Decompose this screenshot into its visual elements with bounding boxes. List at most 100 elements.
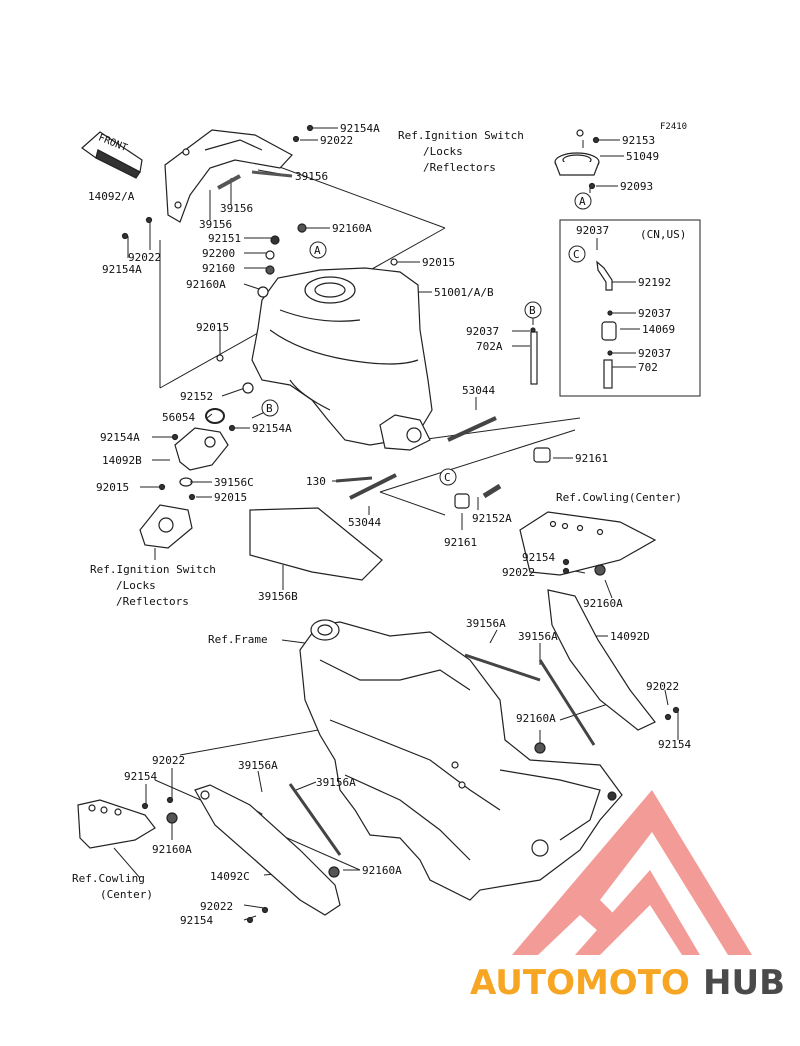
label-92152: 92152: [180, 390, 213, 403]
watermark: AUTOMOTO HUB: [470, 790, 785, 1003]
label-14069: 14069: [642, 323, 675, 336]
callout-b-box: B: [524, 301, 542, 319]
callout-b-tank: B: [261, 399, 279, 417]
label-39156c: 39156C: [214, 476, 254, 489]
svg-text:C: C: [573, 248, 580, 261]
label-92154a-left: 92154A: [102, 263, 142, 276]
label-53044-bottom: 53044: [348, 516, 381, 529]
label-92015-lower: 92015: [96, 481, 129, 494]
label-92015-top: 92015: [422, 256, 455, 269]
label-ref-ignition-lower-2: /Locks: [116, 579, 156, 592]
cowling-center-right: [519, 511, 657, 576]
figure-code: F2410: [660, 122, 687, 132]
label-39156b: 39156B: [258, 590, 298, 603]
label-14092c: 14092C: [210, 870, 250, 883]
label-92160a-tank-top: 92160A: [332, 222, 372, 235]
label-92154a-mid-left: 92154A: [100, 431, 140, 444]
label-92152a: 92152A: [472, 512, 512, 525]
callout-c-box: C: [568, 245, 586, 263]
label-39156a-l2: 39156A: [316, 776, 356, 789]
label-92192: 92192: [638, 276, 671, 289]
label-ref-ignition-top-2: /Locks: [423, 145, 463, 158]
label-92200: 92200: [202, 247, 235, 260]
front-arrow-icon: [81, 131, 143, 179]
mat-39156b: [249, 507, 383, 581]
label-92160a-bm: 92160A: [362, 864, 402, 877]
leader-lines: [113, 127, 701, 921]
automotohub-logo-icon: [512, 790, 752, 955]
svg-text:B: B: [529, 304, 536, 317]
part-labels: 92154A 92022 39156 14092/A 39156 39156 9…: [72, 122, 691, 927]
callout-a-cap: A: [574, 192, 592, 210]
label-92022-right: 92022: [502, 566, 535, 579]
label-ref-ignition-lower-1: Ref.Ignition Switch: [90, 563, 216, 576]
label-cn-us: (CN,US): [640, 228, 686, 241]
label-39156a-l1: 39156A: [238, 759, 278, 772]
label-92154-far-right: 92154: [658, 738, 691, 751]
label-ref-ignition-lower-3: /Reflectors: [116, 595, 189, 608]
label-92154-bl: 92154: [124, 770, 157, 783]
upper-cover-14092a: [164, 129, 293, 223]
label-92037-box-low: 92037: [638, 347, 671, 360]
svg-text:B: B: [266, 402, 273, 415]
callouts: A A B B C C: [261, 192, 592, 486]
label-56054: 56054: [162, 411, 195, 424]
label-92022-bottom: 92022: [200, 900, 233, 913]
label-92015-lower-b: 92015: [214, 491, 247, 504]
watermark-word-right: HUB: [703, 963, 785, 1003]
label-ref-ignition-top-3: /Reflectors: [423, 161, 496, 174]
label-ref-ignition-top-1: Ref.Ignition Switch: [398, 129, 524, 142]
fuel-tank: [251, 267, 433, 446]
svg-text:A: A: [579, 195, 586, 208]
side-cover-14092c: [194, 784, 341, 916]
side-cover-14092d: [547, 589, 656, 731]
label-14092b: 14092B: [102, 454, 142, 467]
bracket-14092b: [174, 427, 229, 471]
label-92154-right: 92154: [522, 551, 555, 564]
svg-text:C: C: [444, 471, 451, 484]
label-ref-cowling-left-1: Ref.Cowling: [72, 872, 145, 885]
label-14092d: 14092D: [610, 630, 650, 643]
label-702: 702: [638, 361, 658, 374]
label-702a: 702A: [476, 340, 503, 353]
label-92037-box-mid: 92037: [638, 307, 671, 320]
label-92015-left: 92015: [196, 321, 229, 334]
label-92160a-tank-left: 92160A: [186, 278, 226, 291]
label-92160a-mid: 92160A: [516, 712, 556, 725]
label-92154a-top: 92154A: [340, 122, 380, 135]
label-51049: 51049: [626, 150, 659, 163]
callout-c-tank: C: [439, 468, 457, 486]
label-92151: 92151: [208, 232, 241, 245]
label-53044-top: 53044: [462, 384, 495, 397]
label-39156-c: 39156: [199, 218, 232, 231]
callout-a-tank: A: [309, 241, 327, 259]
label-92154-bottom: 92154: [180, 914, 213, 927]
label-92160a-bl: 92160A: [152, 843, 192, 856]
label-ref-frame: Ref.Frame: [208, 633, 268, 646]
label-92161-bottom: 92161: [444, 536, 477, 549]
label-92154a-mid-right: 92154A: [252, 422, 292, 435]
label-92037-box-top: 92037: [576, 224, 609, 237]
label-92161-right: 92161: [575, 452, 608, 465]
label-ref-cowling-left-2: (Center): [100, 888, 153, 901]
label-92022-far-right: 92022: [646, 680, 679, 693]
cowling-center-left: [77, 799, 156, 849]
label-39156a-r1: 39156A: [466, 617, 506, 630]
label-92093: 92093: [620, 180, 653, 193]
label-92022-bl: 92022: [152, 754, 185, 767]
label-39156a-r2: 39156A: [518, 630, 558, 643]
part-shapes: [77, 124, 680, 924]
label-92022-top: 92022: [320, 134, 353, 147]
label-92160a-right: 92160A: [583, 597, 623, 610]
label-130: 130: [306, 475, 326, 488]
label-92153: 92153: [622, 134, 655, 147]
frame: [299, 621, 623, 901]
label-51001: 51001/A/B: [434, 286, 494, 299]
label-14092a: 14092/A: [88, 190, 135, 203]
label-39156-b: 39156: [220, 202, 253, 215]
label-92022-left: 92022: [128, 251, 161, 264]
svg-text:A: A: [314, 244, 321, 257]
label-92037-side: 92037: [466, 325, 499, 338]
label-39156-a: 39156: [295, 170, 328, 183]
